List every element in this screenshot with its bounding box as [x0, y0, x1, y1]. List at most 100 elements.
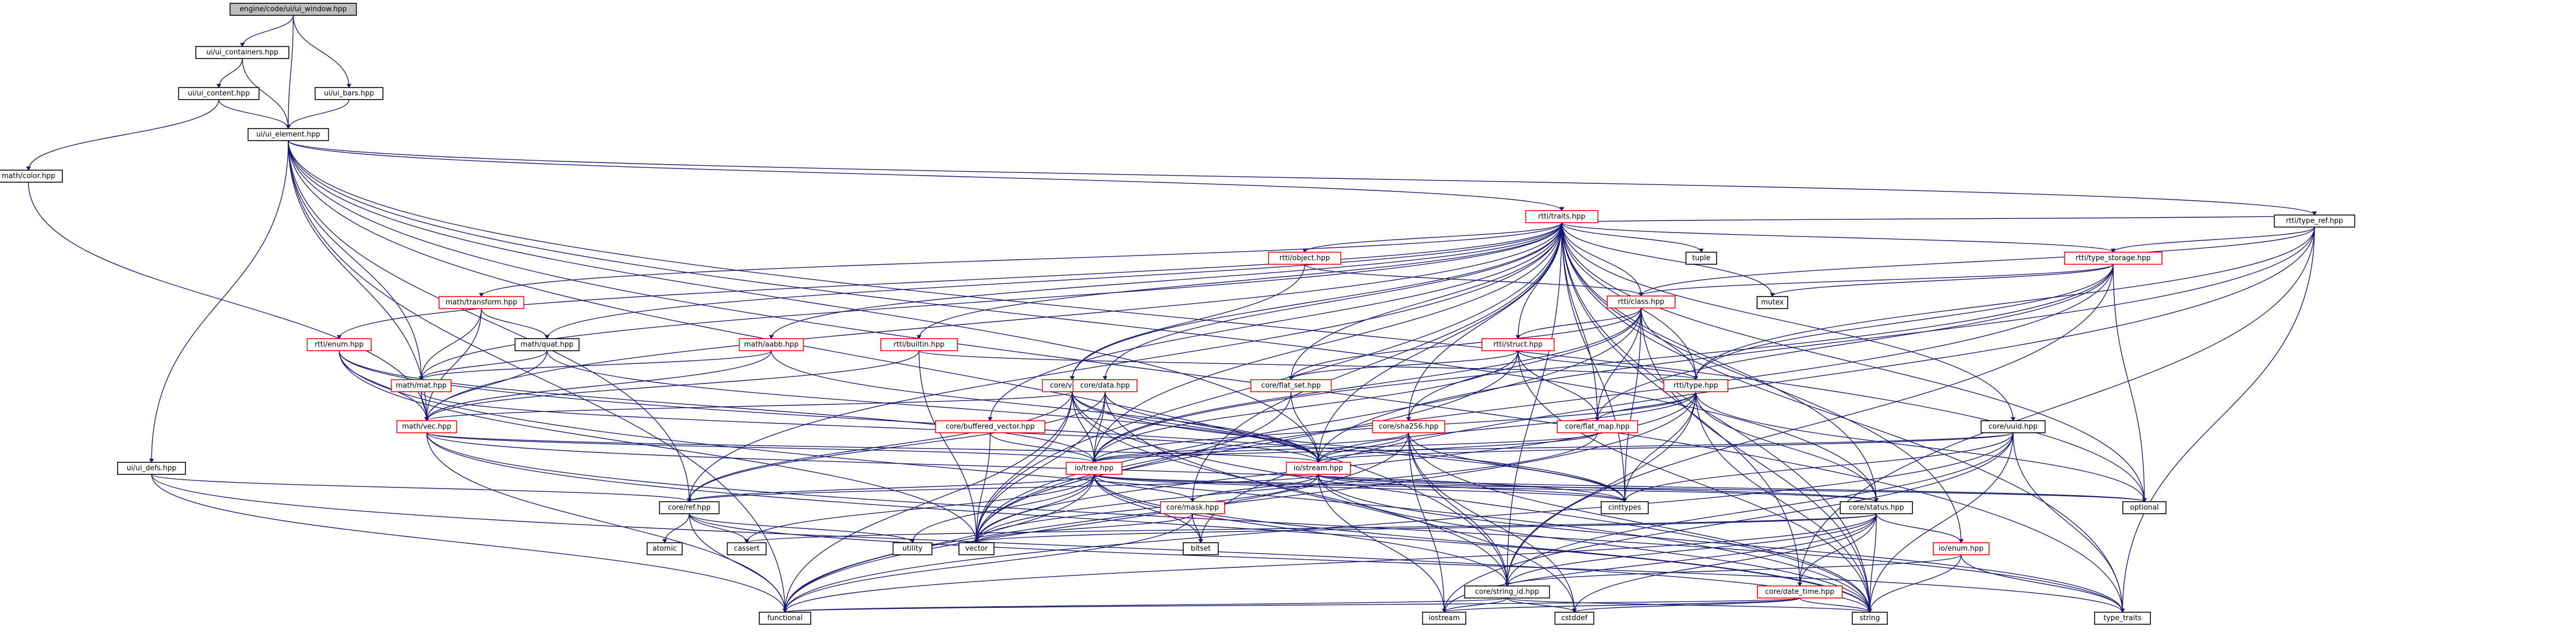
edge-uuid-to-stream	[1318, 432, 2014, 463]
node-class[interactable]: rtti/class.hpp	[1607, 295, 1676, 309]
node-box	[1685, 252, 1717, 265]
edge-status-to-functional	[784, 513, 1877, 613]
node-type[interactable]: rtti/type.hpp	[1663, 379, 1729, 392]
edge-color-to-vec	[28, 182, 427, 421]
node-ui-bars[interactable]: ui/ui_bars.hpp	[315, 87, 383, 100]
edge-type-to-functional	[784, 391, 1696, 613]
edge-ui_element-to-ref	[288, 140, 690, 502]
node-builtin[interactable]: rtti/builtin.hpp	[880, 338, 958, 351]
node-stream[interactable]: io/stream.hpp	[1286, 462, 1351, 475]
edge-traits-to-flat_set	[1290, 222, 1562, 380]
edge-type_storage-to-optional	[2113, 264, 2145, 502]
edge-root-to-ui_bars	[293, 15, 350, 88]
edge-root-to-ui_element	[288, 15, 294, 129]
edge-ui_element-to-type_ref	[288, 140, 2315, 216]
node-box	[1607, 295, 1676, 309]
node-label: math/mat.hpp	[396, 382, 447, 390]
edge-status-to-vector	[976, 513, 1877, 543]
node-label: iostream	[1428, 614, 1459, 623]
node-ui-content[interactable]: ui/ui_content.hpp	[178, 87, 260, 100]
edge-sha256-to-iostream	[1408, 432, 1445, 613]
node-string-id[interactable]: core/string_id.hpp	[1464, 585, 1550, 599]
edge-tree-to-functional	[784, 474, 1095, 613]
node-box	[396, 420, 457, 433]
node-rtti-enum[interactable]: rtti/enum.hpp	[306, 338, 372, 351]
node-box	[1852, 612, 1888, 625]
node-box	[2064, 252, 2162, 265]
edge-stream-to-type_traits	[1318, 474, 2123, 613]
node-box	[935, 420, 1045, 433]
node-iostream[interactable]: iostream	[1422, 612, 1467, 625]
node-ui-element[interactable]: ui/ui_element.hpp	[247, 128, 329, 141]
edge-status-to-cstddef	[1574, 513, 1877, 613]
node-utility[interactable]: utility	[892, 542, 933, 555]
edge-io_enum-to-string_id	[1507, 554, 1962, 586]
node-optional[interactable]: optional	[2122, 501, 2167, 514]
node-struct[interactable]: rtti/struct.hpp	[1481, 338, 1555, 351]
node-functional[interactable]: functional	[759, 612, 811, 625]
node-vec[interactable]: math/vec.hpp	[396, 420, 457, 433]
edge-date_time-to-functional-arrowhead	[782, 608, 788, 613]
node-uuid[interactable]: core/uuid.hpp	[1980, 420, 2046, 433]
node-transform[interactable]: math/transform.hpp	[438, 296, 525, 309]
node-box	[1757, 296, 1788, 309]
node-cassert[interactable]: cassert	[726, 542, 767, 555]
node-cinttypes[interactable]: cinttypes	[1601, 501, 1649, 514]
edge-var-to-vec-arrowhead	[424, 417, 429, 421]
edge-type_storage-to-mutex-arrowhead	[1770, 293, 1775, 297]
node-tree[interactable]: io/tree.hpp	[1066, 462, 1123, 475]
edge-stream-to-mask-arrowhead	[1190, 498, 1195, 502]
node-string[interactable]: string	[1852, 612, 1888, 625]
node-color[interactable]: math/color.hpp	[0, 170, 63, 183]
node-mutex[interactable]: mutex	[1757, 296, 1788, 309]
node-bitset[interactable]: bitset	[1183, 542, 1219, 555]
node-ui-containers[interactable]: ui/ui_containers.hpp	[195, 46, 289, 59]
node-type-storage[interactable]: rtti/type_storage.hpp	[2064, 252, 2162, 265]
edge-struct-to-flat_map	[1517, 350, 1598, 421]
node-flat-set[interactable]: core/flat_set.hpp	[1250, 379, 1332, 392]
node-type-ref[interactable]: rtti/type_ref.hpp	[2273, 214, 2356, 228]
edge-data-to-vector	[976, 391, 1106, 543]
edge-mat-to-stream	[421, 391, 1319, 463]
edge-stream-to-optional	[1318, 474, 2145, 502]
node-data[interactable]: core/data.hpp	[1072, 379, 1138, 392]
nodes-layer: engine/code/ui/ui_window.hpp ui/ui_contai…	[0, 3, 2356, 625]
node-ui-defs[interactable]: ui/ui_defs.hpp	[117, 462, 186, 475]
node-ref[interactable]: core/ref.hpp	[659, 501, 720, 514]
node-sha256[interactable]: core/sha256.hpp	[1372, 420, 1445, 433]
node-date-time[interactable]: core/date_time.hpp	[1757, 585, 1843, 599]
node-buffered-vector[interactable]: core/buffered_vector.hpp	[935, 420, 1045, 433]
edge-ui_defs-to-string	[151, 474, 1870, 613]
node-flat-map[interactable]: core/flat_map.hpp	[1556, 420, 1638, 433]
node-tuple[interactable]: tuple	[1685, 252, 1717, 265]
node-status[interactable]: core/status.hpp	[1840, 501, 1913, 514]
node-mask[interactable]: core/mask.hpp	[1160, 501, 1225, 514]
edge-ui_content-to-color	[28, 99, 219, 171]
node-vector[interactable]: vector	[958, 542, 995, 555]
edge-var-to-ref	[689, 391, 1073, 502]
edge-ref-to-utility	[689, 513, 913, 543]
node-label: rtti/struct.hpp	[1493, 341, 1543, 349]
node-type-traits[interactable]: type_traits	[2094, 612, 2151, 625]
edge-ref-to-cassert	[689, 513, 747, 543]
node-io-enum[interactable]: io/enum.hpp	[1933, 542, 1990, 555]
edge-ui_element-to-traits-arrowhead	[1559, 207, 1565, 211]
edge-type_storage-to-type	[1695, 264, 2114, 380]
node-atomic[interactable]: atomic	[647, 542, 683, 555]
node-box	[1160, 501, 1225, 514]
edge-traits-to-vec	[426, 222, 1562, 421]
edge-type-to-cinttypes	[1624, 391, 1696, 502]
node-object[interactable]: rtti/object.hpp	[1268, 252, 1341, 265]
edge-quat-to-stream	[546, 350, 1319, 463]
node-aabb[interactable]: math/aabb.hpp	[739, 338, 804, 351]
edge-sha256-to-string	[1408, 432, 1870, 613]
node-box	[726, 542, 767, 555]
node-mat[interactable]: math/mat.hpp	[391, 379, 452, 392]
node-traits[interactable]: rtti/traits.hpp	[1525, 210, 1598, 223]
edge-ui_content-to-ui_element	[218, 99, 289, 129]
node-cstddef[interactable]: cstddef	[1554, 612, 1595, 625]
edge-stream-to-iostream	[1318, 474, 1445, 613]
node-quat[interactable]: math/quat.hpp	[514, 338, 580, 351]
node-root[interactable]: engine/code/ui/ui_window.hpp	[229, 3, 357, 16]
node-label: rtti/object.hpp	[1280, 254, 1330, 263]
